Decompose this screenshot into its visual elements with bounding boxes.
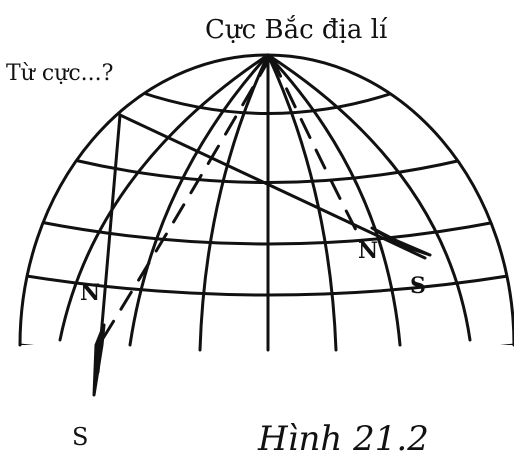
magnetic-pole-question-label: Từ cực...? (6, 61, 113, 86)
left-needle-s-label: S (72, 423, 88, 451)
left-needle-n-label: N (80, 280, 100, 306)
right-magnetic-line (118, 113, 427, 260)
north-pole-label: Cực Bắc địa lí (205, 14, 388, 45)
figure-caption: Hình 21.2 (257, 419, 429, 452)
meridian-right-3 (266, 53, 472, 342)
right-compass-needle (370, 226, 432, 257)
meridian-right-2 (266, 53, 402, 347)
left-compass-needle (92, 323, 106, 397)
meridian-left-3 (58, 53, 270, 342)
dashed-magnetic-meridian-right (270, 56, 362, 240)
meridian-right-1 (266, 53, 338, 352)
right-needle-s-label: S (410, 273, 426, 299)
meridian-left-2 (128, 53, 270, 347)
dashed-magnetic-meridian (100, 56, 272, 342)
right-needle-n-label: N (358, 238, 378, 264)
